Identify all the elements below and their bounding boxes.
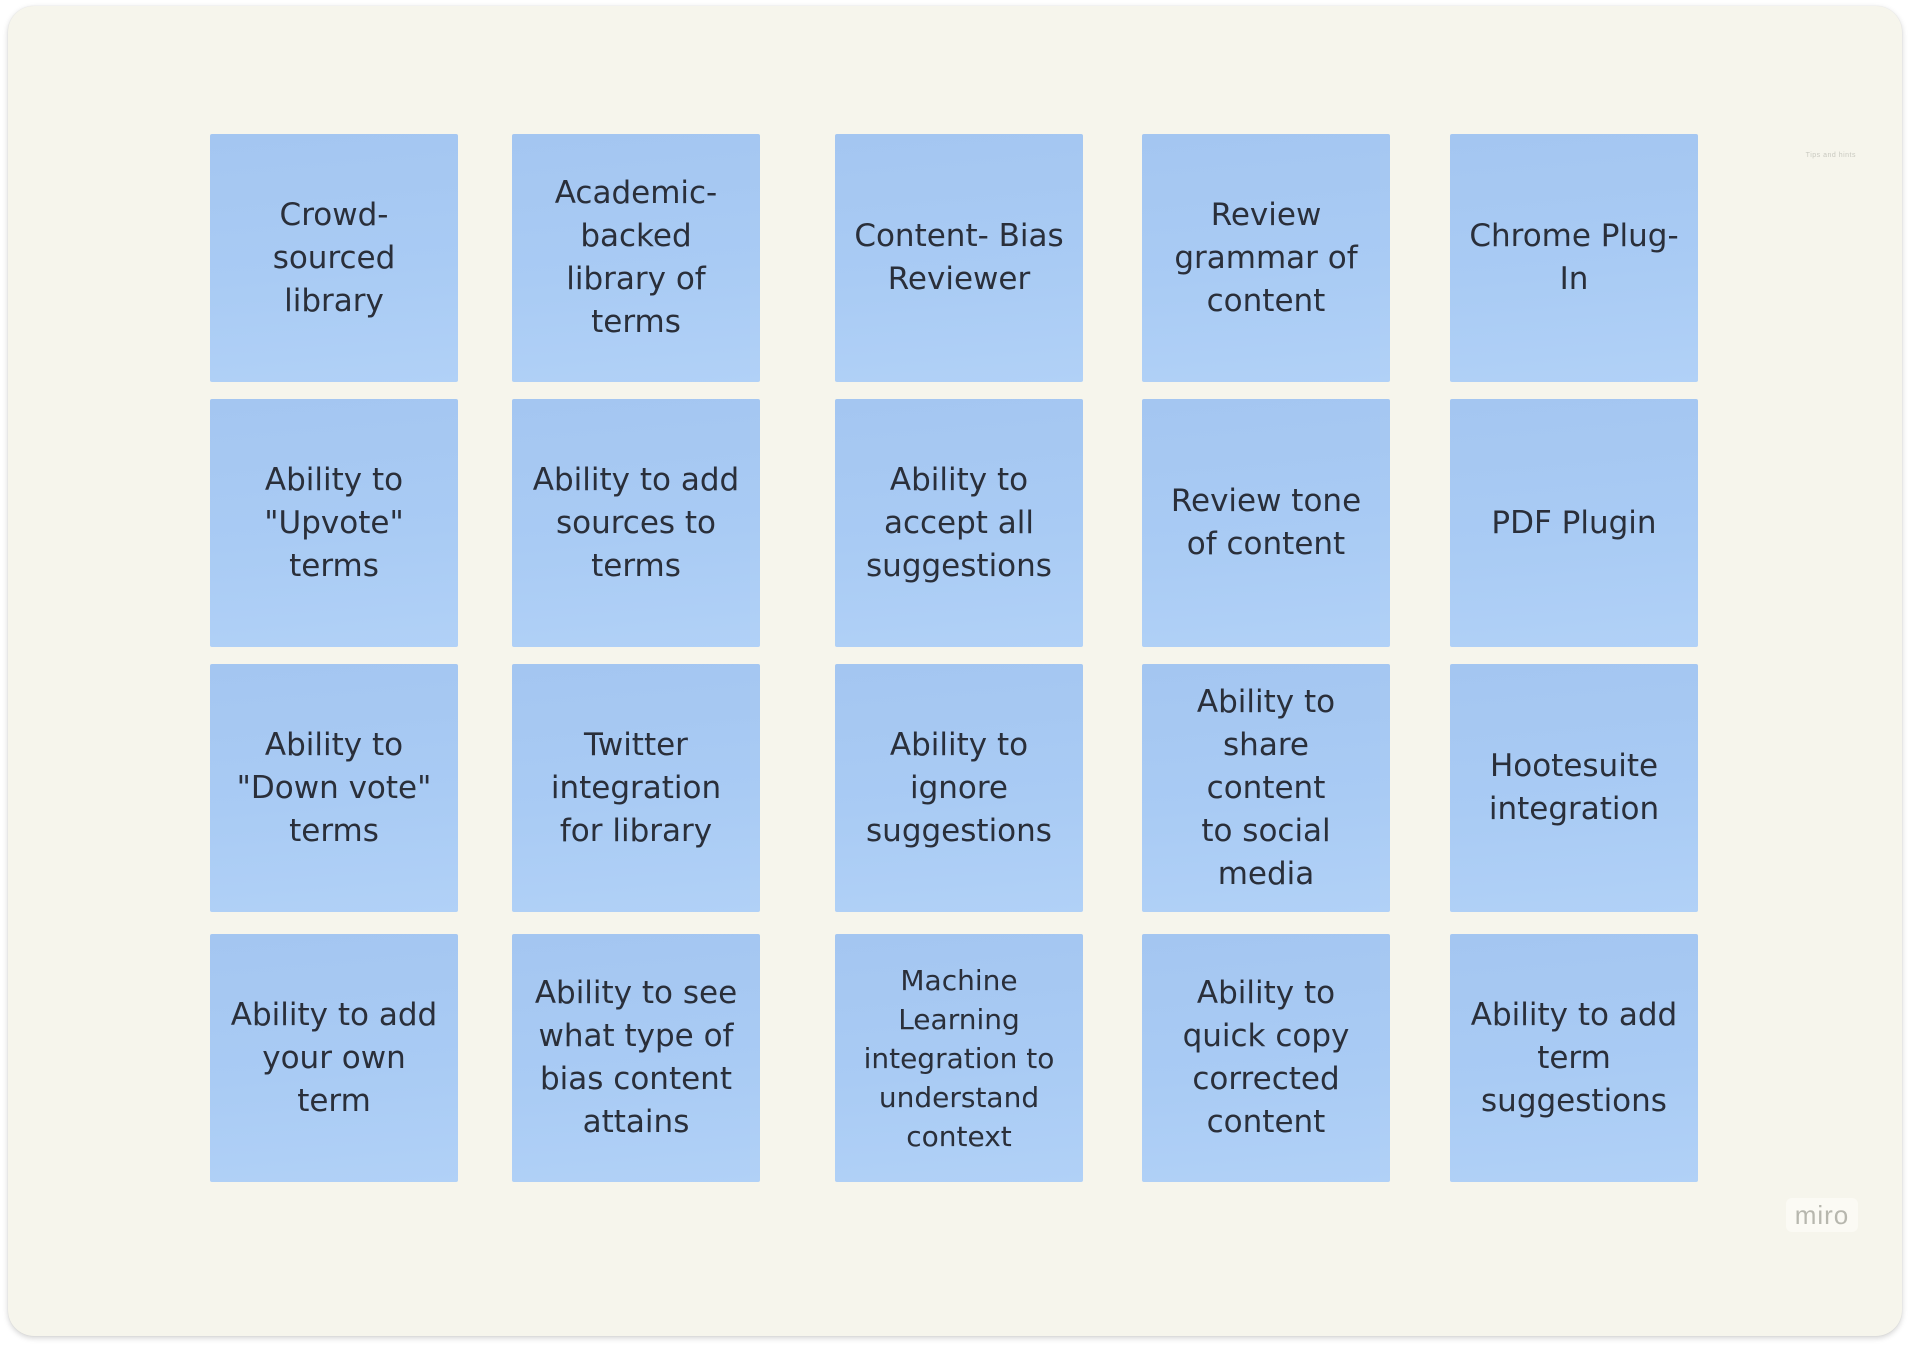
sticky-note-text: Hootesuite integration (1488, 748, 1660, 827)
sticky-note[interactable]: Ability to add your own term (210, 934, 458, 1182)
sticky-note[interactable]: Ability to add term suggestions (1450, 934, 1698, 1182)
faint-hint-label: Tips and hints (1805, 152, 1856, 159)
sticky-note[interactable]: Ability to quick copy corrected content (1142, 934, 1390, 1182)
sticky-note[interactable]: Review grammar of content (1142, 134, 1390, 382)
sticky-note[interactable]: Ability to ignore suggestions (835, 664, 1083, 912)
sticky-note[interactable]: Crowd- sourced library (210, 134, 458, 382)
sticky-note-text: PDF Plugin (1491, 504, 1657, 541)
sticky-note-text: Ability to add term suggestions (1470, 996, 1678, 1119)
miro-watermark: miro (1786, 1198, 1858, 1232)
sticky-note-text: Ability to "Down vote" terms (236, 726, 432, 849)
sticky-note-text: Ability to share content to social media (1196, 683, 1336, 892)
sticky-note-text: Twitter integration for library (550, 726, 722, 849)
sticky-note-text: Review tone of content (1170, 483, 1362, 562)
sticky-note-text: Ability to see what type of bias content… (534, 975, 738, 1140)
sticky-note-text: Content- Bias Reviewer (854, 218, 1064, 297)
sticky-note[interactable]: PDF Plugin (1450, 399, 1698, 647)
sticky-note-text: Ability to quick copy corrected content (1182, 975, 1350, 1140)
sticky-note-text: Academic- backed library of terms (554, 175, 718, 340)
sticky-note[interactable]: Ability to share content to social media (1142, 664, 1390, 912)
sticky-note[interactable]: Ability to "Down vote" terms (210, 664, 458, 912)
sticky-note-text: Ability to add your own term (230, 996, 438, 1119)
sticky-note[interactable]: Twitter integration for library (512, 664, 760, 912)
sticky-note[interactable]: Ability to "Upvote" terms (210, 399, 458, 647)
sticky-note[interactable]: Ability to see what type of bias content… (512, 934, 760, 1182)
sticky-note[interactable]: Content- Bias Reviewer (835, 134, 1083, 382)
sticky-note-text: Crowd- sourced library (272, 196, 396, 319)
sticky-note[interactable]: Hootesuite integration (1450, 664, 1698, 912)
sticky-note[interactable]: Chrome Plug- In (1450, 134, 1698, 382)
sticky-note[interactable]: Academic- backed library of terms (512, 134, 760, 382)
sticky-note-text: Chrome Plug- In (1469, 218, 1679, 297)
sticky-note-text: Ability to "Upvote" terms (264, 461, 404, 584)
sticky-note-text: Review grammar of content (1174, 196, 1358, 319)
sticky-note-grid: Crowd- sourced library Academic- backed l… (8, 6, 1902, 1336)
sticky-note[interactable]: Ability to add sources to terms (512, 399, 760, 647)
whiteboard-canvas[interactable]: Tips and hints Crowd- sourced library Aca… (8, 6, 1902, 1336)
sticky-note[interactable]: Machine Learning integration to understa… (835, 934, 1083, 1182)
sticky-note[interactable]: Ability to accept all suggestions (835, 399, 1083, 647)
sticky-note-text: Ability to add sources to terms (532, 461, 740, 584)
sticky-note-text: Ability to ignore suggestions (866, 726, 1052, 849)
sticky-note[interactable]: Review tone of content (1142, 399, 1390, 647)
sticky-note-text: Ability to accept all suggestions (866, 461, 1052, 584)
sticky-note-text: Machine Learning integration to understa… (863, 963, 1055, 1153)
